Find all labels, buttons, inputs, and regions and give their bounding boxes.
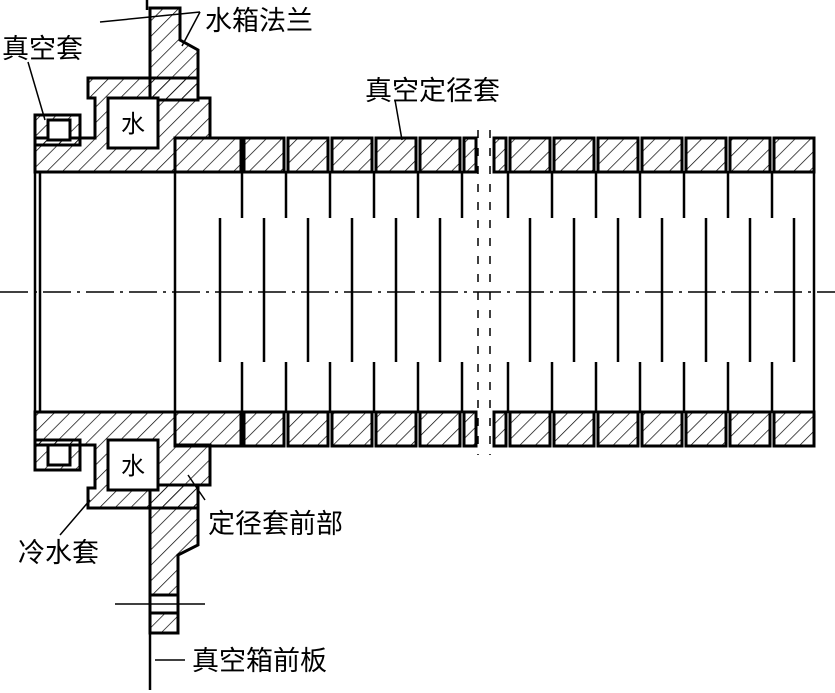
label-vacuum-tank-front-plate: 真空箱前板: [192, 646, 327, 677]
lower-water-chamber: [106, 438, 160, 492]
cooling-slots: [218, 172, 796, 412]
upper-water-chamber: [106, 96, 160, 150]
label-water-upper: 水: [121, 110, 145, 138]
label-vacuum-sizing-sleeve: 真空定径套: [365, 76, 500, 107]
label-water-tank-flange: 水箱法兰: [205, 6, 313, 37]
label-water-lower: 水: [121, 452, 145, 480]
label-sizing-sleeve-front: 定径套前部: [208, 509, 343, 540]
leader-lines: [27, 11, 403, 661]
label-vacuum-sleeve: 真空套: [2, 34, 83, 65]
label-cooling-water-jacket: 冷水套: [18, 538, 99, 569]
vacuum-sleeve: [33, 113, 82, 472]
